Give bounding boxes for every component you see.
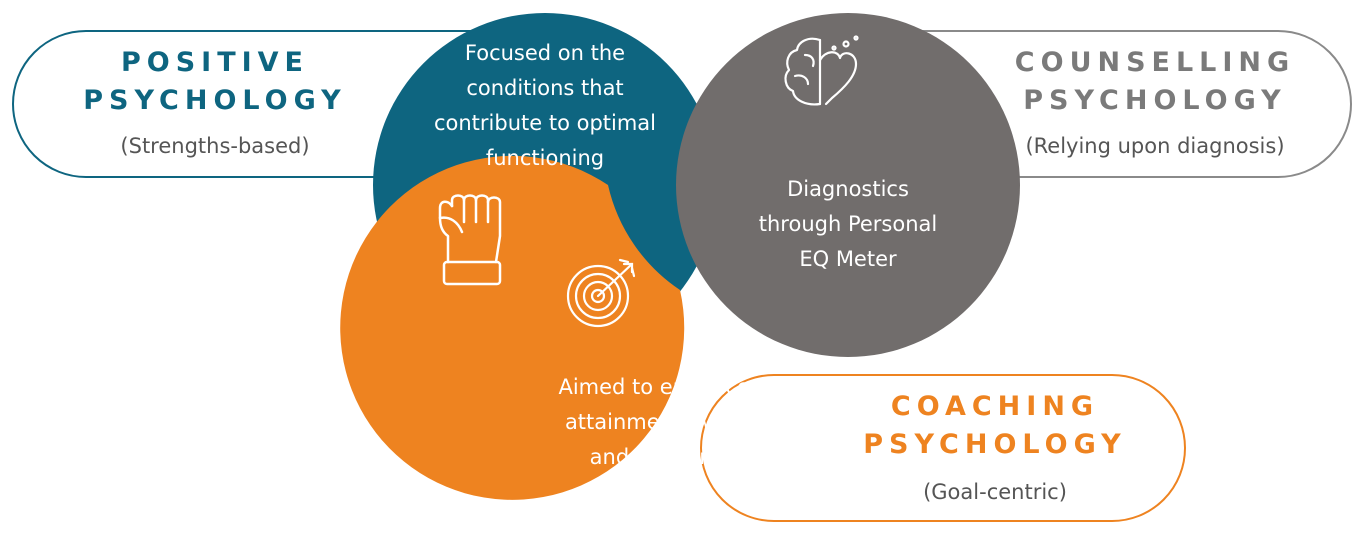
- counselling-circle-text: Diagnostics through Personal EQ Meter: [758, 177, 938, 271]
- target-icon: [566, 258, 636, 328]
- counselling-subtitle: (Relying upon diagnosis): [1025, 134, 1285, 158]
- coaching-title: COACHING PSYCHOLOGY: [863, 391, 1127, 460]
- brain-heart-icon: [784, 35, 859, 106]
- fist-icon: [438, 194, 502, 286]
- positive-circle-text: Focused on the conditions that contribut…: [433, 41, 657, 170]
- positive-subtitle: (Strengths-based): [120, 134, 310, 158]
- positive-title: POSITIVE PSYCHOLOGY: [83, 47, 347, 116]
- counselling-circle: [676, 13, 1020, 357]
- coaching-circle: [340, 155, 685, 500]
- counselling-title: COUNSELLING PSYCHOLOGY: [1014, 47, 1296, 116]
- coaching-subtitle: (Goal-centric): [923, 480, 1067, 504]
- coaching-circle-text: Aimed to enhance goal attainment, wellbe…: [558, 375, 802, 469]
- coaching-psychology-pill: [700, 374, 1186, 522]
